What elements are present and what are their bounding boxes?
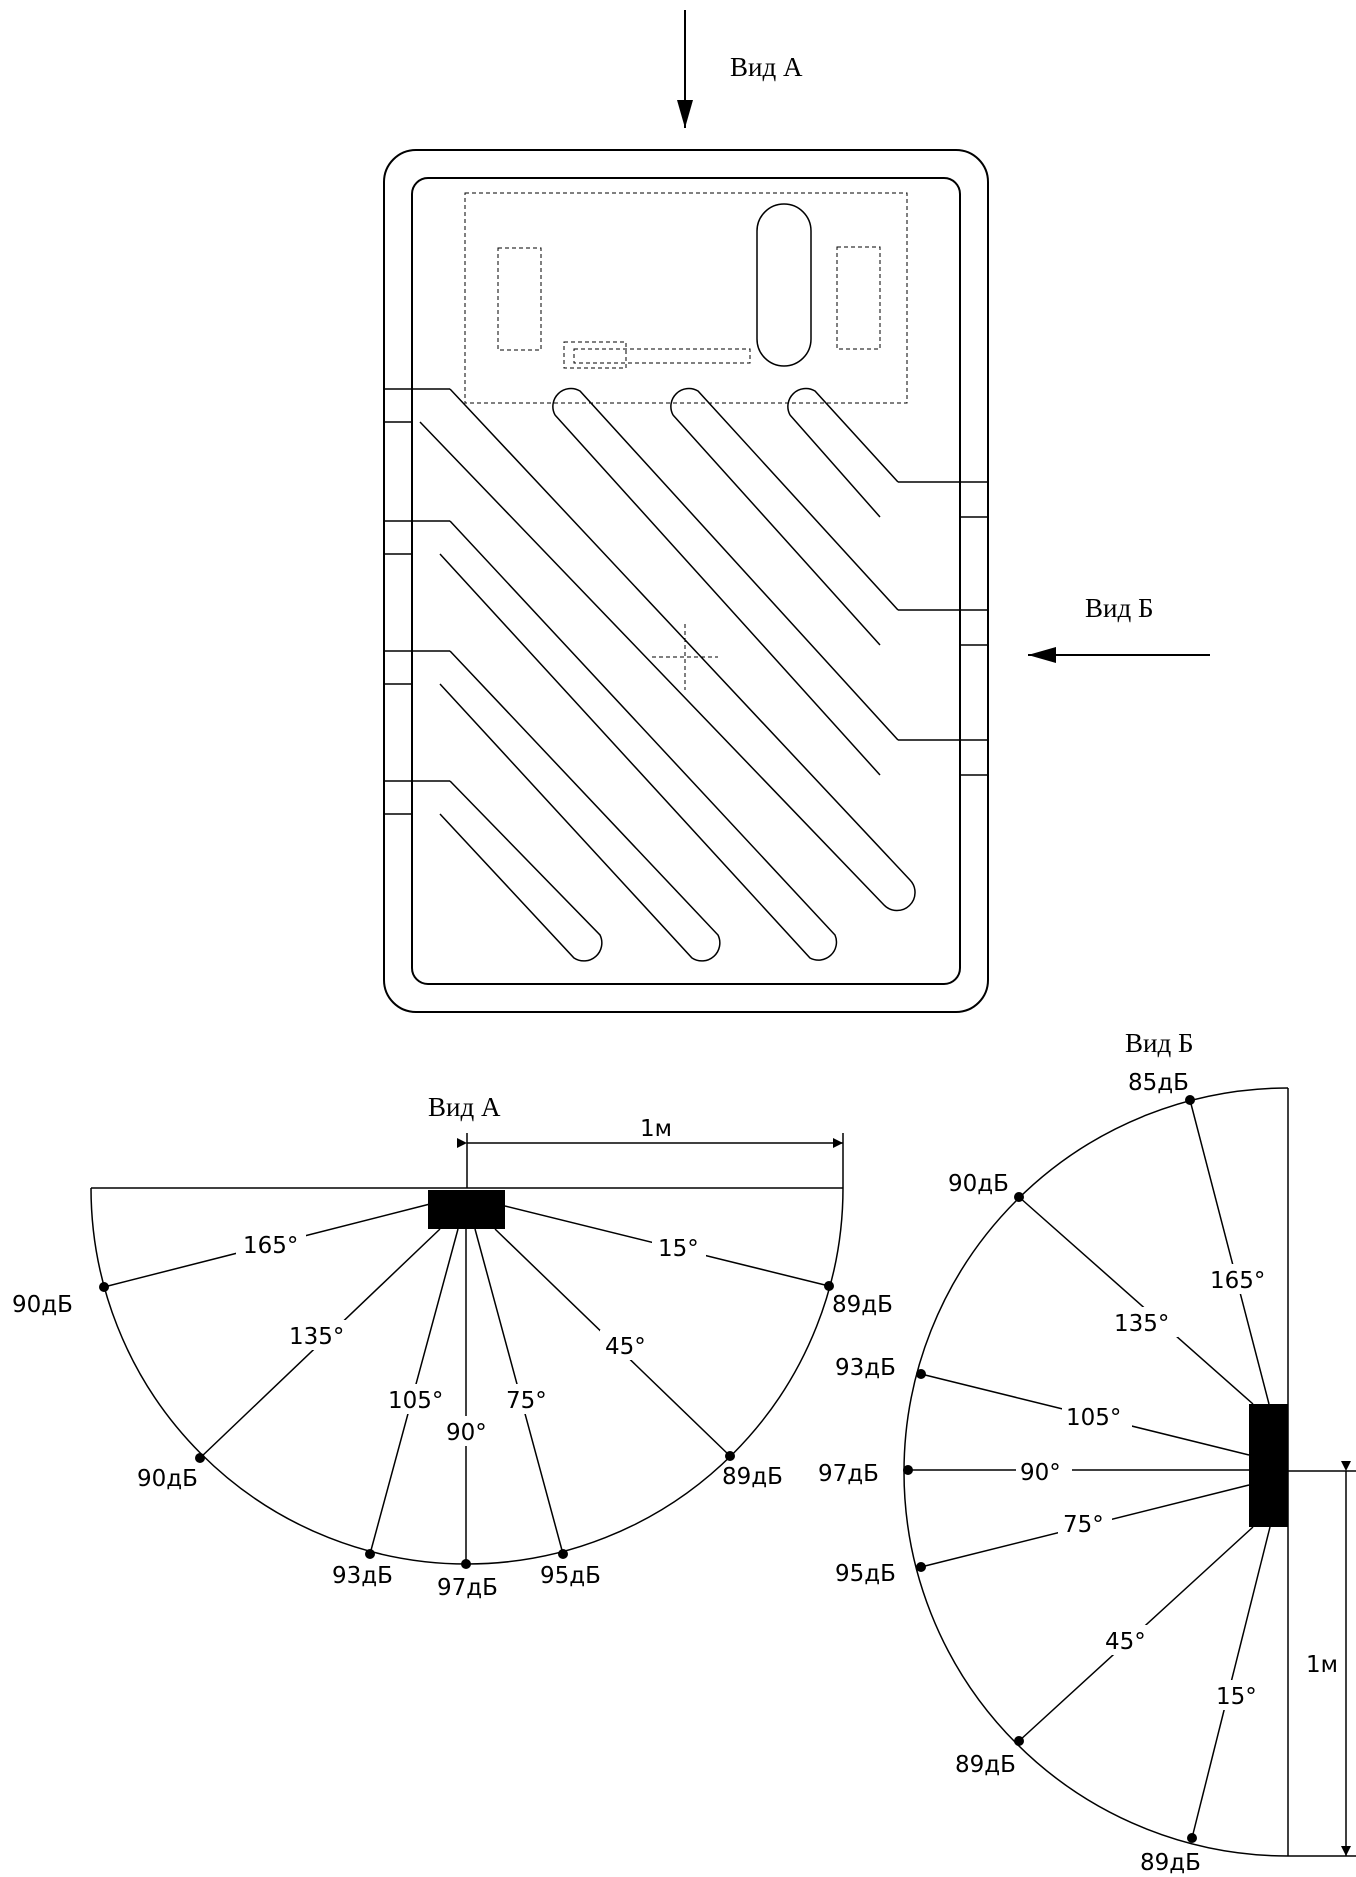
level-75: 95дБ [540, 1563, 601, 1589]
oval-slot [756, 203, 812, 367]
view-a-arrowhead [677, 100, 693, 128]
diagonal-channels [419, 387, 916, 962]
level-b-45: 89дБ [955, 1752, 1016, 1778]
ray-label-15: 15° [658, 1236, 699, 1262]
view-a-label: Вид А [730, 52, 803, 82]
level-b-105: 93дБ [835, 1355, 896, 1381]
ray-b-point-105 [916, 1369, 926, 1379]
ray-b-point-15 [1187, 1833, 1197, 1843]
ray-b-label-75: 75° [1063, 1512, 1104, 1538]
ray-b-label-90: 90° [1020, 1460, 1061, 1486]
diagram-a-dimension: 1м [640, 1116, 672, 1142]
ray-b-135 [1018, 1196, 1254, 1405]
diagram-b-arc [903, 1087, 1289, 1857]
ray-b-label-45: 45° [1105, 1629, 1146, 1655]
ray-point-90 [461, 1559, 471, 1569]
diagram-a-title: Вид А [428, 1092, 501, 1122]
level-165: 90дБ [12, 1292, 73, 1318]
level-135: 90дБ [137, 1466, 198, 1492]
diagram-view-b: Вид Б 1м 165° 85дБ 135° 90дБ 105° [818, 1028, 1356, 1876]
ray-label-75: 75° [506, 1388, 547, 1414]
left-tabs [384, 388, 450, 815]
component-left [497, 247, 542, 351]
ray-point-165 [99, 1282, 109, 1292]
ray-b-point-165 [1185, 1095, 1195, 1105]
ray-label-135: 135° [289, 1324, 344, 1350]
device-outer-frame [383, 149, 989, 1013]
level-45: 89дБ [722, 1464, 783, 1490]
ray-b-label-15: 15° [1216, 1684, 1257, 1710]
ray-b-point-75 [916, 1562, 926, 1572]
ray-b-point-135 [1014, 1192, 1024, 1202]
diagram-b-title: Вид Б [1125, 1028, 1193, 1058]
ray-b-point-90 [903, 1465, 913, 1475]
diagram-view-a: Вид А 1м 165° 90дБ 135° 90дБ 105° [12, 1092, 893, 1601]
ray-point-105 [365, 1549, 375, 1559]
view-b-arrowhead [1028, 647, 1056, 663]
diagram-b-source [1249, 1404, 1288, 1527]
component-right [836, 246, 881, 350]
view-b-label: Вид Б [1085, 593, 1153, 623]
diagram-a-arc [90, 1187, 844, 1565]
connector-small [563, 341, 627, 369]
ray-point-45 [725, 1451, 735, 1461]
level-b-15: 89дБ [1140, 1850, 1201, 1876]
device-inner-frame [411, 177, 961, 985]
level-15: 89дБ [832, 1292, 893, 1318]
ray-b-point-45 [1014, 1736, 1024, 1746]
center-mark [652, 624, 718, 690]
level-b-135: 90дБ [948, 1171, 1009, 1197]
diagram-b-dimension: 1м [1306, 1652, 1338, 1678]
diagram-a-source [428, 1190, 505, 1229]
right-tabs [898, 481, 988, 776]
component-area [464, 192, 908, 404]
ray-b-label-135: 135° [1114, 1311, 1169, 1337]
diagram-b-rays: 165° 85дБ 135° 90дБ 105° 93дБ 90° 97дБ 7 [818, 1070, 1271, 1876]
ray-point-15 [824, 1281, 834, 1291]
ray-b-label-165: 165° [1210, 1268, 1265, 1294]
ray-b-label-105: 105° [1066, 1405, 1121, 1431]
level-b-75: 95дБ [835, 1561, 896, 1587]
level-b-165: 85дБ [1128, 1070, 1189, 1096]
ray-label-90: 90° [446, 1420, 487, 1446]
ray-label-45: 45° [605, 1334, 646, 1360]
ray-b-165 [1189, 1099, 1270, 1405]
device-plan: Вид А Вид Б [383, 10, 1210, 1013]
connector-strip [573, 348, 751, 364]
level-90: 97дБ [437, 1575, 498, 1601]
ray-point-135 [195, 1453, 205, 1463]
ray-label-105: 105° [388, 1388, 443, 1414]
ray-label-165: 165° [243, 1233, 298, 1259]
ray-point-75 [558, 1549, 568, 1559]
level-105: 93дБ [332, 1563, 393, 1589]
level-b-90: 97дБ [818, 1461, 879, 1487]
diagram-a-rays: 165° 90дБ 135° 90дБ 105° 93дБ 90° 97дБ 7 [12, 1203, 893, 1601]
